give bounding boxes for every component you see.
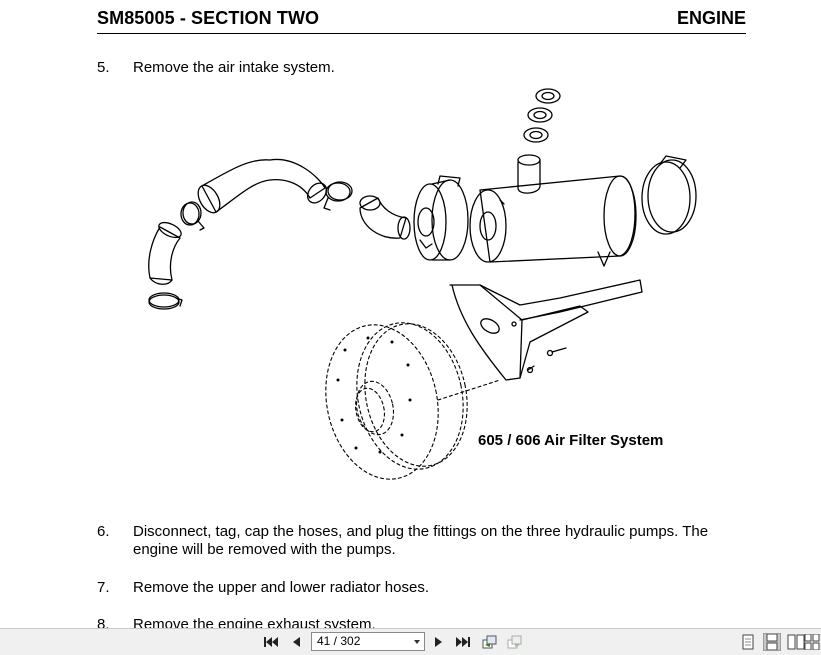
chevron-down-icon [414, 640, 420, 644]
lower-clamp [148, 292, 183, 310]
continuous-facing-view-icon [804, 634, 820, 650]
air-filter-system-illustration [148, 88, 697, 480]
flywheel-bolt-holes [336, 336, 412, 454]
step-number: 7. [97, 579, 110, 596]
continuous-view-button[interactable] [763, 633, 781, 651]
intake-hose [197, 158, 328, 214]
filter-housing [469, 154, 637, 267]
figure-caption: 605 / 606 Air Filter System [478, 432, 664, 449]
go-forward-icon [507, 635, 522, 649]
previous-page-icon [293, 637, 300, 647]
page-indicator: 41 / 302 [317, 634, 361, 648]
document-title: SM85005 - SECTION TWO [97, 8, 320, 28]
single-page-view-icon [742, 634, 754, 650]
page-header: SM85005 - SECTION TWO ENGINE [97, 8, 746, 30]
first-page-button[interactable] [262, 633, 280, 651]
next-page-button[interactable] [430, 633, 448, 651]
step-text: Remove the engine exhaust system. [133, 616, 376, 628]
continuous-facing-view-button[interactable] [803, 633, 821, 651]
step-text: Disconnect, tag, cap the hoses, and plug… [133, 523, 709, 558]
section-label: ENGINE [676, 8, 746, 28]
first-page-icon [264, 637, 278, 647]
mounting-bracket [449, 279, 643, 381]
center-clamp [323, 181, 353, 211]
last-page-button[interactable] [454, 633, 472, 651]
go-forward-button[interactable] [506, 633, 524, 651]
document-page: SM85005 - SECTION TWO ENGINE 5. Remove t… [97, 8, 746, 628]
filter-band-clamp [641, 155, 697, 235]
lower-elbow-hose [148, 221, 182, 285]
step-text: Remove the air intake system. [133, 59, 335, 76]
page-number-select[interactable]: 41 / 302 [311, 632, 425, 651]
facing-pages-view-button[interactable] [787, 633, 805, 651]
continuous-view-icon [766, 634, 778, 650]
short-elbow [359, 195, 411, 240]
single-page-view-button[interactable] [739, 633, 757, 651]
go-back-button[interactable] [481, 633, 499, 651]
hose-clamp-small [180, 201, 205, 231]
facing-pages-view-icon [787, 634, 805, 650]
step-text: Remove the upper and lower radiator hose… [133, 579, 430, 596]
go-back-icon [482, 635, 497, 649]
step-number: 8. [97, 616, 110, 628]
flywheel-outline [325, 322, 501, 480]
step-number: 5. [97, 59, 110, 76]
step-number: 6. [97, 523, 110, 540]
viewer-toolbar: 41 / 302 [0, 628, 821, 655]
filter-end-cover [413, 175, 469, 261]
next-page-icon [435, 637, 442, 647]
last-page-icon [456, 637, 470, 647]
previous-page-button[interactable] [287, 633, 305, 651]
seal-rings [523, 88, 561, 143]
header-rule [97, 33, 746, 34]
